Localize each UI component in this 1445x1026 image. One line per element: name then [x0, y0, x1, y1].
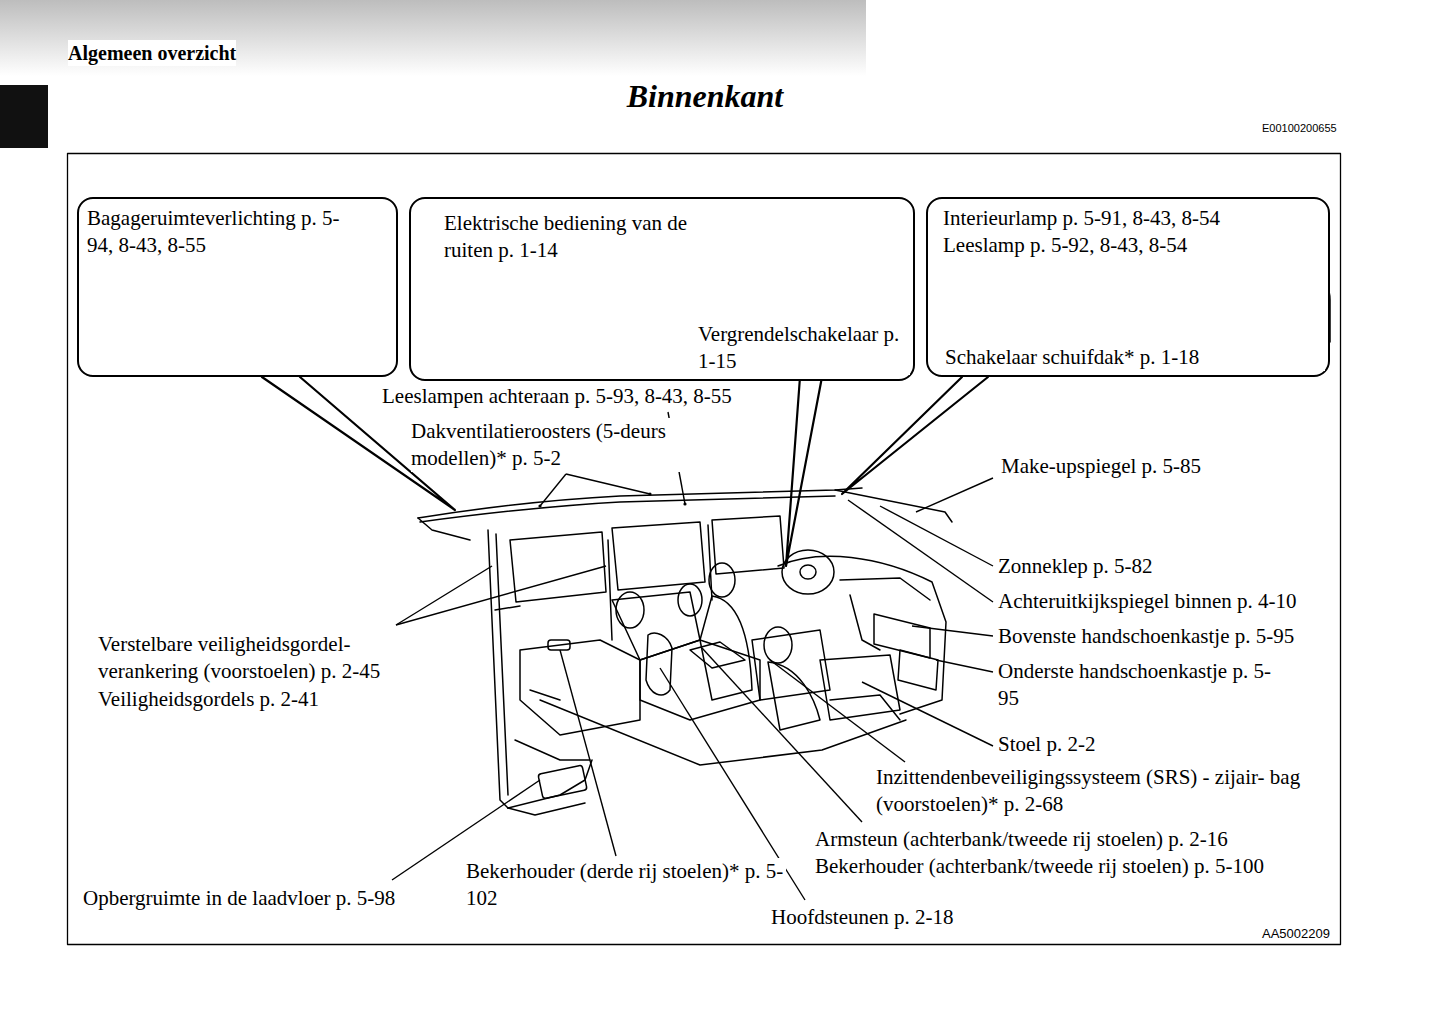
page-title: Binnenkant [555, 76, 855, 116]
part-label: Veiligheidsgordels p. 2-41 [98, 686, 319, 713]
callout-text: Leeslamp p. 5-92, 8-43, 8-54 [943, 232, 1323, 259]
part-label: Bovenste handschoenkastje p. 5-95 [998, 623, 1294, 650]
callout-text: Vergrendelschakelaar p. 1-15 [698, 321, 910, 375]
callout-text: Interieurlamp p. 5-91, 8-43, 8-54 [943, 205, 1323, 232]
part-label: Leeslampen achteraan p. 5-93, 8-43, 8-55 [382, 383, 732, 410]
callout-box: Bagageruimteverlichting p. 5-94, 8-43, 8… [77, 197, 398, 377]
callout-box: Elektrische bediening van de ruiten p. 1… [409, 197, 915, 381]
page-header: Algemeen overzicht [68, 40, 236, 66]
part-label: Make-upspiegel p. 5-85 [1001, 453, 1201, 480]
part-label: Zonneklep p. 5-82 [998, 553, 1153, 580]
callout-text: Elektrische bediening van de ruiten p. 1… [444, 210, 719, 264]
figure-code: AA5002209 [1262, 925, 1330, 942]
reference-code: E00100200655 [1262, 121, 1337, 135]
part-label: Stoel p. 2-2 [998, 731, 1095, 758]
part-label: Bekerhouder (derde rij stoelen)* p. 5-10… [466, 858, 786, 912]
section-tab [0, 85, 48, 148]
part-label: Verstelbare veiligheidsgordel- verankeri… [98, 631, 428, 685]
part-label: Inzittendenbeveiligingssysteem (SRS) - z… [876, 764, 1334, 818]
part-label: Achteruitkijkspiegel binnen p. 4-10 [998, 588, 1297, 615]
callout-text: Schakelaar schuifdak* p. 1-18 [945, 344, 1325, 371]
part-label: Bekerhouder (achterbank/tweede rij stoel… [815, 853, 1264, 880]
part-label: Opbergruimte in de laadvloer p. 5-98 [83, 885, 395, 912]
callout-box: Interieurlamp p. 5-91, 8-43, 8-54Leeslam… [926, 197, 1330, 377]
callout-text: Bagageruimteverlichting p. 5-94, 8-43, 8… [87, 205, 357, 259]
part-label: Dakventilatieroosters (5-deurs modellen)… [411, 418, 701, 472]
part-label: Hoofdsteunen p. 2-18 [771, 904, 954, 931]
part-label: Onderste handschoenkastje p. 5-95 [998, 658, 1288, 712]
part-label: Armsteun (achterbank/tweede rij stoelen)… [815, 826, 1228, 853]
